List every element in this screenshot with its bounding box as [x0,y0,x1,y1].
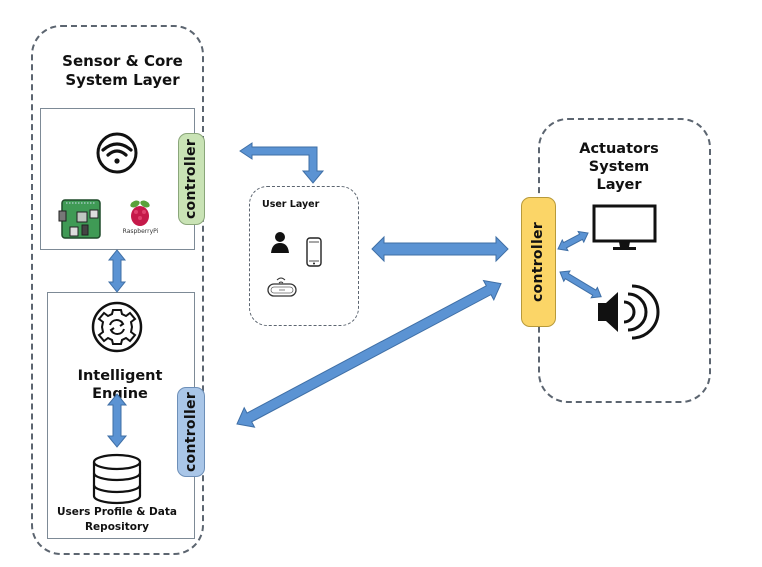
raspberry-pi-label: RaspberryPi [122,228,159,235]
intelligent-engine-title: Intelligent Engine [77,368,163,403]
sensor-controller[interactable]: controller [178,133,205,225]
actuators-layer-title: Actuators System Layer [579,141,659,194]
actuators-controller[interactable]: controller [521,197,556,327]
sensor-core-layer-container [31,25,204,555]
arrow-user-to-actuators [371,235,509,263]
intelligent-engine-box [47,292,195,539]
user-layer-title: User Layer [262,199,320,210]
arrow-sensor-to-user [239,142,325,184]
engine-controller[interactable]: controller [177,387,205,477]
repository-label: Users Profile & Data Repository [57,506,177,534]
sensor-core-layer-title: Sensor & Core System Layer [62,52,183,89]
